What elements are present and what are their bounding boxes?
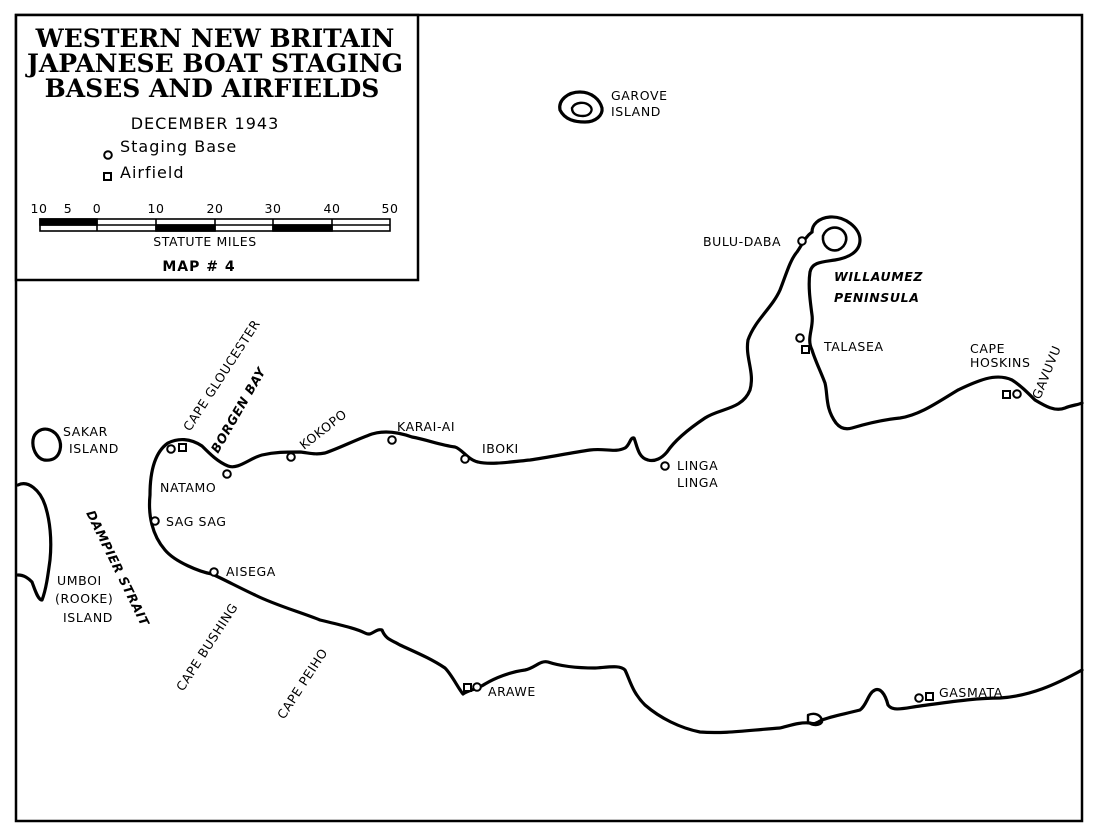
bulu-daba-label: BULU-DABA [703,234,781,249]
willaumez-peninsula-tip [807,215,1084,431]
sakar-island [31,427,63,462]
willaumez-label-line1: WILLAUMEZ [834,269,923,284]
scale-tick: 50 [381,201,398,216]
sag-sag-label: SAG SAG [166,514,227,529]
staging-base-icon [797,236,807,246]
map-number: MAP # 4 [162,259,235,275]
scale-tick: 40 [323,201,340,216]
airfield-icon [801,345,810,354]
aisega-label: AISEGA [226,564,276,579]
scale-tick: 5 [64,201,73,216]
map-title-line1: WESTERN NEW BRITAIN [35,24,395,53]
islet [806,712,824,727]
staging-base-icon [1012,389,1022,399]
umboi-label-line2: (ROOKE) [55,591,113,606]
scale-bar [39,218,391,232]
map-date: DECEMBER 1943 [131,114,280,133]
sakar-label-line2: ISLAND [69,441,119,456]
staging-base-icon [222,469,232,479]
staging-base-icon [795,333,805,343]
iboki-label: IBOKI [482,441,519,456]
airfield-legend-icon [103,172,112,181]
arawe-label: ARAWE [488,684,536,699]
talasea-label: TALASEA [823,339,884,354]
map-title-line2: JAPANESE BOAT STAGING [25,49,403,78]
staging-base-icon [460,454,470,464]
gasmata-label: GASMATA [939,685,1003,700]
scale-tick: 10 [147,201,164,216]
legend-box: WESTERN NEW BRITAIN JAPANESE BOAT STAGIN… [14,13,420,282]
staging-base-icon [150,516,160,526]
garove-label-line1: GAROVE [611,88,668,103]
linga-linga-label-line2: LINGA [677,475,718,490]
scale-unit-label: STATUTE MILES [153,234,257,249]
airfield-legend-label: Airfield [120,163,185,182]
scale-tick: 10 [30,201,47,216]
garove-label-line2: ISLAND [611,104,661,119]
airfield-icon [1002,390,1011,399]
staging-base-icon [660,461,670,471]
scale-tick: 0 [93,201,102,216]
staging-base-icon [472,682,482,692]
airfield-icon [925,692,934,701]
scale-tick: 20 [206,201,223,216]
staging-base-icon [166,444,176,454]
willaumez-label-line2: PENINSULA [834,290,919,305]
scale-ticks: 10 5 0 10 20 30 40 50 [30,201,398,216]
cape-hoskins-label-line2: HOSKINS [970,355,1031,370]
umboi-label-line1: UMBOI [57,573,102,588]
willaumez-crater-lake [821,226,848,252]
staging-base-legend-icon [103,150,113,160]
umboi-label-line3: ISLAND [63,610,113,625]
map-title-line3: BASES AND AIRFIELDS [45,74,380,103]
airfield-icon [178,443,187,452]
staging-base-icon [286,452,296,462]
new-britain-north-coast [147,230,814,576]
airfield-icon [463,683,472,692]
umboi-island [16,482,53,602]
staging-base-icon [914,693,924,703]
garove-island [558,90,604,124]
staging-base-legend-label: Staging Base [120,137,237,156]
new-britain-south-coast [210,572,1084,735]
staging-base-icon [387,435,397,445]
karai-ai-label: KARAI-AI [397,419,455,434]
linga-linga-label-line1: LINGA [677,458,718,473]
garove-island-inner [570,101,593,118]
staging-base-icon [209,567,219,577]
sakar-label-line1: SAKAR [63,424,108,439]
airfield-markers [178,345,1011,701]
natamo-label: NATAMO [160,480,216,495]
scale-tick: 30 [264,201,281,216]
staging-base-markers [150,236,1022,703]
cape-hoskins-label-line1: CAPE [970,341,1005,356]
